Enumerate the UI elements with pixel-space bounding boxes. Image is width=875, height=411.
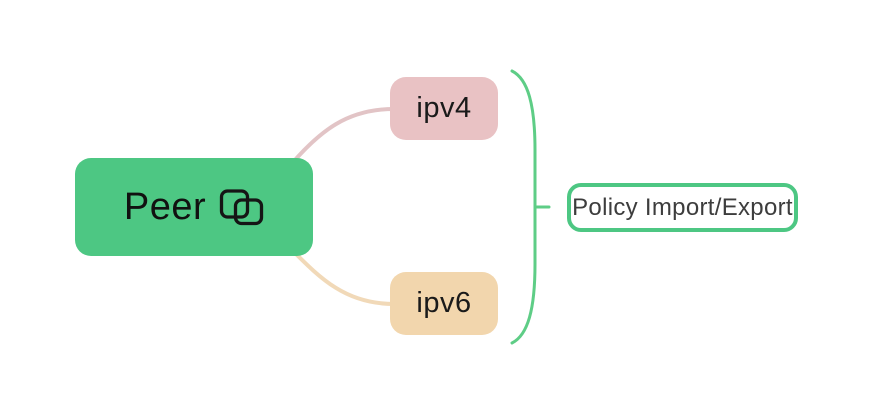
- node-peer[interactable]: Peer: [75, 158, 313, 256]
- edge-peer-ipv4: [286, 107, 396, 170]
- node-policy-label: Policy Import/Export: [572, 193, 793, 221]
- node-policy-import-export[interactable]: Policy Import/Export: [567, 183, 798, 232]
- node-ipv4-label: ipv4: [416, 92, 472, 124]
- node-ipv6-label: ipv6: [416, 287, 472, 319]
- clone-link-icon: [219, 188, 264, 226]
- node-ipv4[interactable]: ipv4: [390, 77, 498, 140]
- node-peer-label: Peer: [123, 185, 207, 228]
- node-ipv6[interactable]: ipv6: [390, 272, 498, 335]
- brace-bracket: [510, 69, 551, 345]
- clone-link-icon-front: [233, 198, 264, 226]
- edge-peer-ipv6: [288, 246, 396, 306]
